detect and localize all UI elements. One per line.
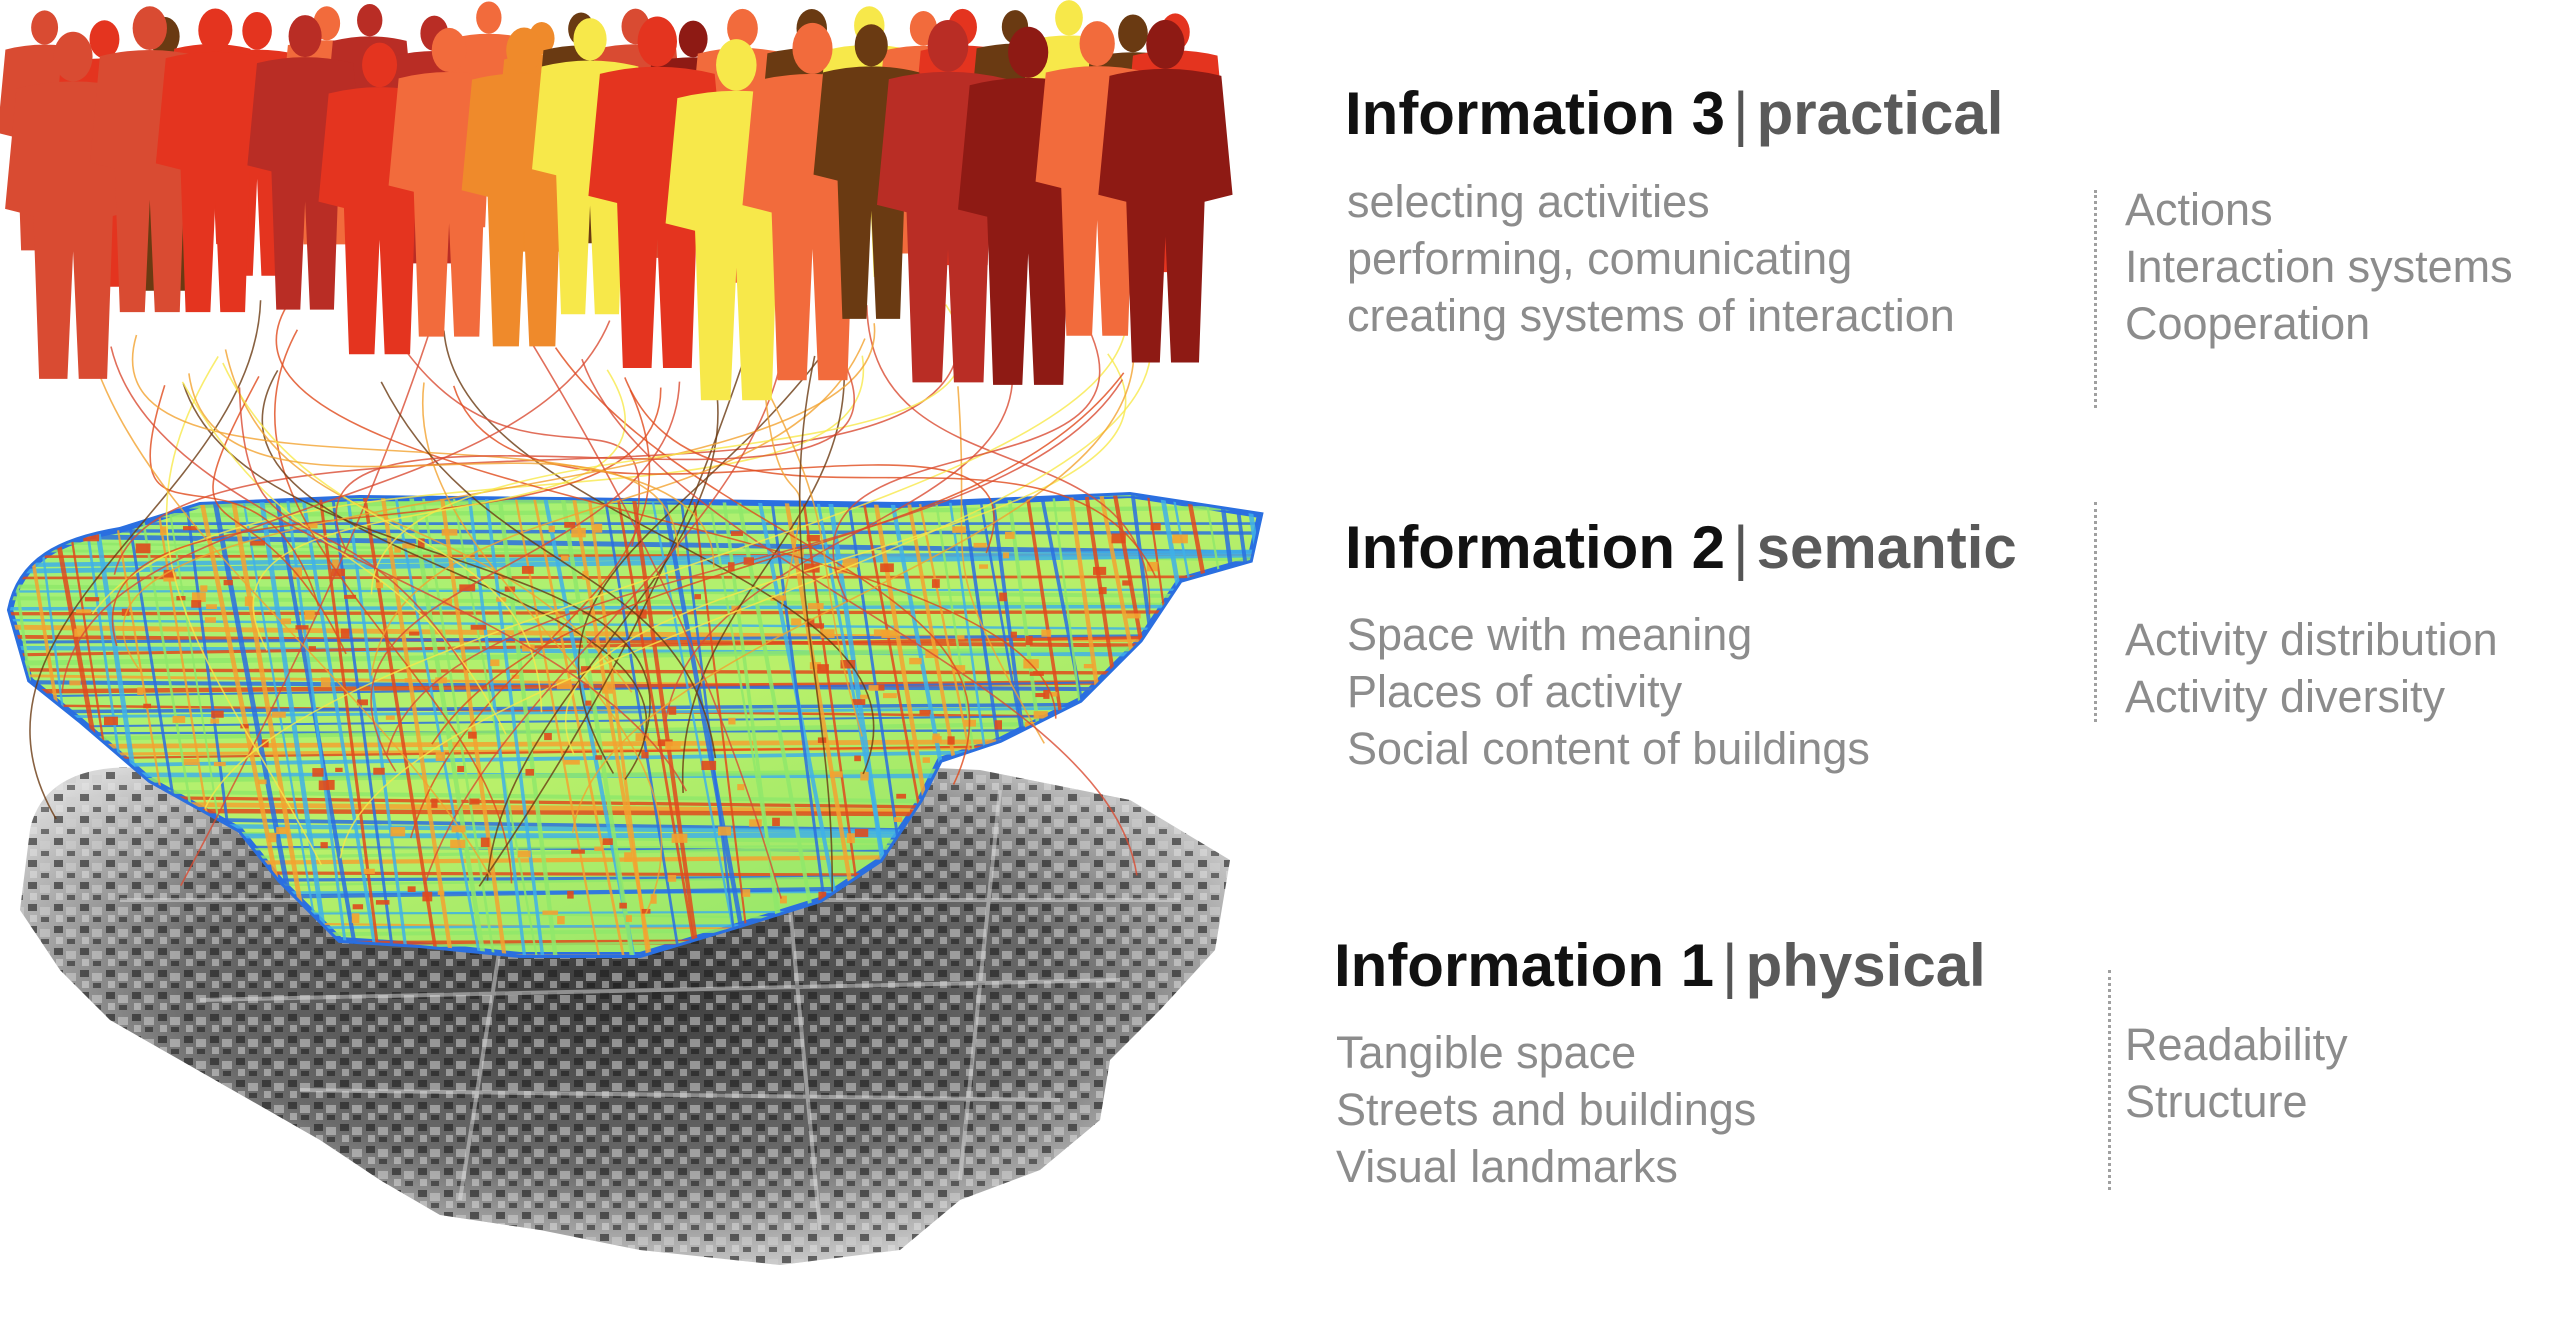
heading-kind: physical [1745,932,1986,999]
heading-title: Information 3 [1345,80,1726,147]
layer-items: Tangible space Streets and buildings Vis… [1336,1024,1756,1195]
concept-item: Interaction systems [2125,241,2513,292]
heading-separator: | [1733,80,1749,147]
list-item: Visual landmarks [1336,1141,1678,1192]
layer-heading: Information 2|semantic [1345,518,2017,578]
layer-items: Space with meaning Places of activity So… [1347,606,1870,777]
concept-item: Structure [2125,1076,2308,1127]
concept-item: Actions [2125,184,2273,235]
crowd-silhouettes [0,0,1233,401]
person-silhouette [155,8,275,313]
layer-heading: Information 3|practical [1345,84,2003,144]
list-item: Streets and buildings [1336,1084,1757,1135]
dotted-divider [2094,190,2097,408]
layer-concepts: Activity distribution Activity diversity [2125,611,2498,725]
list-item: Space with meaning [1347,609,1753,660]
layer-heading: Information 1|physical [1334,936,1986,996]
list-item: Tangible space [1336,1027,1637,1078]
list-item: selecting activities [1347,176,1710,227]
concept-item: Readability [2125,1019,2348,1070]
layer-concepts: Readability Structure [2125,1016,2348,1130]
layer-items: selecting activities performing, comunic… [1347,173,1955,344]
dotted-divider [2108,970,2111,1190]
list-item: Social content of buildings [1347,723,1870,774]
heading-separator: | [1733,514,1749,581]
list-item: creating systems of interaction [1347,290,1955,341]
urban-layers-illustration [0,0,1264,1265]
heading-separator: | [1722,932,1738,999]
concept-item: Activity distribution [2125,614,2498,665]
heading-kind: practical [1756,80,2004,147]
list-item: Places of activity [1347,666,1683,717]
person-silhouette [1098,19,1233,363]
heading-kind: semantic [1756,514,2017,581]
heading-title: Information 1 [1334,932,1715,999]
dotted-divider [2094,502,2097,722]
list-item: performing, comunicating [1347,233,1853,284]
concept-item: Cooperation [2125,298,2371,349]
heading-title: Information 2 [1345,514,1726,581]
concept-item: Activity diversity [2125,671,2446,722]
connection-lines [29,300,1157,915]
layer-concepts: Actions Interaction systems Cooperation [2125,181,2513,352]
